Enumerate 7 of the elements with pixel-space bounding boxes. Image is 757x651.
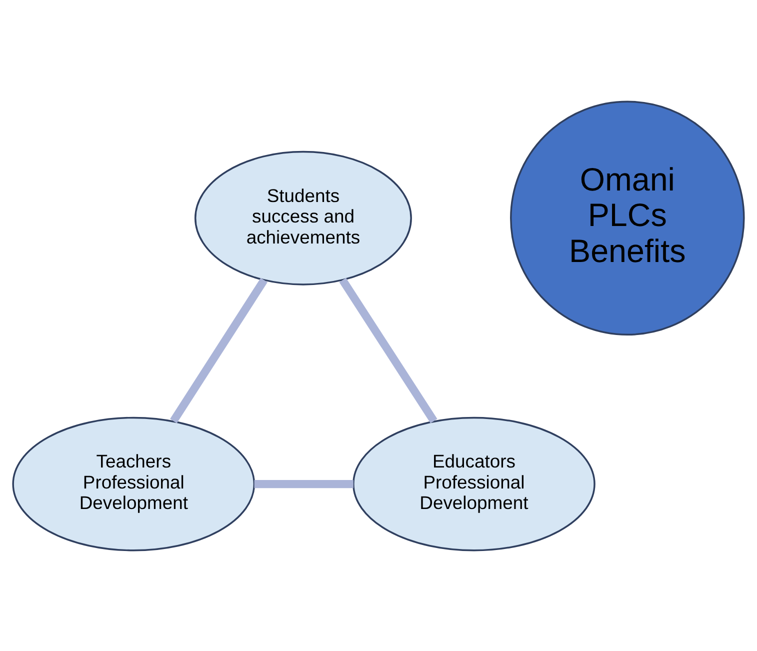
connector [254,480,354,488]
node-circle: Omani PLCs Benefits [510,100,745,336]
node-ellipse: Educators Professional Development [352,416,596,551]
connector [170,277,268,423]
node-ellipse: Teachers Professional Development [12,416,256,551]
connector [339,277,438,423]
node-ellipse: Students success and achievements [194,150,412,285]
